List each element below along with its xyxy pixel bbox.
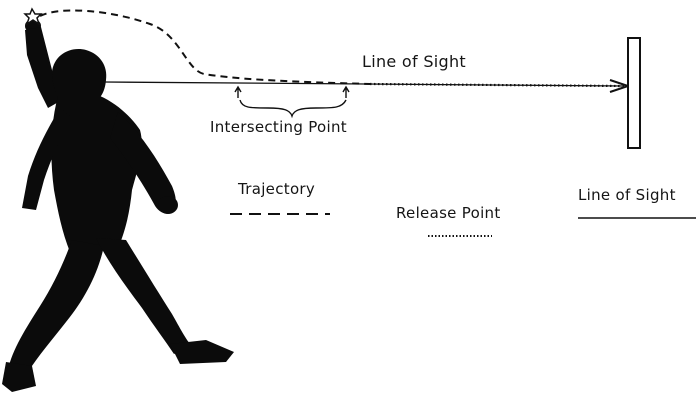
legend-trajectory-label: Trajectory (238, 180, 316, 198)
right-marker-arrow-icon (342, 85, 350, 98)
back-arm (22, 108, 72, 210)
raised-arm (25, 27, 62, 108)
extended-hand (158, 196, 178, 214)
line-of-sight-label: Line of Sight (362, 52, 467, 71)
intersecting-point-label: Intersecting Point (210, 118, 347, 136)
left-shoe (2, 362, 36, 392)
legend-line-of-sight-label: Line of Sight (578, 186, 676, 204)
throwing-star-icon (23, 7, 43, 26)
right-leg (96, 238, 192, 354)
intersecting-point-markers (234, 85, 350, 119)
thrower-silhouette (2, 19, 234, 392)
left-leg (8, 240, 104, 372)
left-marker-arrow-icon (234, 85, 242, 98)
trajectory-path (39, 9, 371, 85)
intersecting-bracket (239, 99, 347, 119)
right-shoe (170, 340, 234, 364)
legend-release-point-label: Release Point (396, 204, 501, 222)
head (52, 49, 107, 106)
line-of-sight (103, 81, 625, 87)
target-board (627, 37, 641, 149)
extended-arm (110, 112, 176, 214)
